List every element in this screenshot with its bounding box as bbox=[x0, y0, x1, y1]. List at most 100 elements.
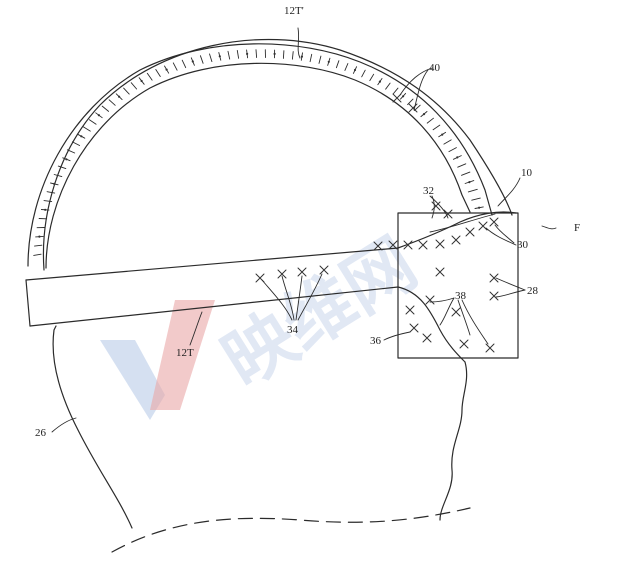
band-dot bbox=[246, 52, 249, 56]
band-hatch-mark bbox=[335, 60, 340, 69]
upper-band-inner bbox=[45, 62, 471, 269]
sensor-x-mark bbox=[422, 333, 432, 343]
band-dot bbox=[38, 235, 41, 238]
sensor-x-mark bbox=[431, 201, 441, 211]
band-hatch-mark bbox=[448, 147, 457, 153]
sensor-x-mark bbox=[489, 291, 499, 301]
band-dot bbox=[65, 158, 68, 161]
sensor-x-mark bbox=[297, 267, 307, 277]
band-hatch-mark bbox=[318, 55, 322, 64]
upper-band-outer bbox=[27, 43, 493, 267]
band-hatch-mark bbox=[413, 104, 421, 111]
band-hatch-mark bbox=[457, 163, 467, 168]
band-hatch-mark bbox=[282, 50, 285, 59]
watermark-logo bbox=[100, 300, 215, 420]
device-box bbox=[397, 212, 519, 359]
band-hatch-mark bbox=[344, 63, 349, 71]
band-hatch-mark bbox=[123, 87, 130, 95]
sensor-x-mark bbox=[418, 240, 428, 250]
band-hatch-mark bbox=[33, 253, 42, 256]
band-dot bbox=[44, 208, 47, 211]
strap-end bbox=[25, 279, 31, 327]
label-head: 26 bbox=[35, 427, 47, 439]
band-hatch-mark bbox=[181, 59, 187, 69]
band-dot bbox=[140, 79, 143, 83]
sensor-x-mark bbox=[478, 221, 488, 231]
band-dot bbox=[273, 52, 276, 56]
band-dot bbox=[402, 95, 405, 98]
band-hatch-mark bbox=[108, 99, 116, 106]
sensor-x-mark bbox=[485, 343, 495, 353]
band-hatch-mark bbox=[146, 72, 153, 81]
band-hatch-mark bbox=[57, 165, 67, 170]
strap-top-edge bbox=[25, 247, 399, 281]
label-face: F bbox=[574, 222, 580, 234]
band-dot bbox=[468, 181, 471, 184]
sensor-x-mark bbox=[435, 267, 445, 277]
band-dot bbox=[97, 114, 100, 117]
band-hatch-mark bbox=[369, 73, 375, 82]
sensor-x-mark bbox=[435, 239, 445, 249]
sensor-x-mark bbox=[451, 307, 461, 317]
sensor-x-mark bbox=[489, 273, 499, 283]
band-dot bbox=[118, 95, 121, 98]
band-hatch-mark bbox=[209, 53, 213, 63]
sensor-x-mark bbox=[373, 241, 383, 251]
sensor-x-mark bbox=[465, 227, 475, 237]
band-hatch-mark bbox=[66, 149, 76, 154]
sensor-x-mark bbox=[388, 240, 398, 250]
band-hatch-mark bbox=[309, 53, 313, 63]
sensor-x-mark bbox=[319, 265, 329, 275]
label-strap-cluster: 30 bbox=[517, 239, 529, 251]
band-hatch-mark bbox=[392, 87, 399, 95]
sensor-x-mark bbox=[451, 235, 461, 245]
band-dot bbox=[441, 133, 444, 136]
shoulder-line bbox=[111, 507, 471, 553]
band-dot bbox=[378, 80, 381, 83]
neck-outline bbox=[439, 361, 468, 521]
band-hatch-mark bbox=[432, 124, 441, 131]
label-band-top: 12T' bbox=[284, 5, 304, 17]
head-outline bbox=[42, 38, 513, 529]
sensor-marks bbox=[255, 93, 499, 353]
band-dot bbox=[300, 55, 303, 58]
band-dot bbox=[218, 55, 221, 58]
band-hatch-mark bbox=[43, 200, 53, 203]
label-lower-cluster: 36 bbox=[370, 335, 382, 347]
band-hatch-mark bbox=[426, 117, 434, 124]
band-hatch-mark bbox=[407, 98, 414, 106]
band-hatch-mark bbox=[130, 82, 138, 90]
label-upper-cluster: 32 bbox=[423, 185, 434, 197]
band-dot bbox=[165, 68, 168, 71]
band-hatch-mark bbox=[255, 49, 258, 58]
band-hatch-mark bbox=[443, 139, 452, 145]
label-face-cluster: 38 bbox=[455, 290, 467, 302]
forehead-contour bbox=[429, 213, 496, 233]
band-hatch-mark bbox=[71, 141, 81, 146]
label-side-cluster: 28 bbox=[527, 285, 539, 297]
band-dot bbox=[327, 60, 330, 63]
band-hatch-mark bbox=[461, 171, 471, 176]
band-hatch-mark bbox=[471, 197, 481, 201]
band-hatch-mark bbox=[199, 55, 204, 64]
band-dot bbox=[422, 113, 426, 116]
band-hatch-mark bbox=[88, 119, 97, 125]
sensor-x-mark bbox=[392, 93, 402, 103]
band-hatch-mark bbox=[291, 51, 294, 60]
band-dot bbox=[353, 68, 357, 72]
sensor-x-mark bbox=[403, 240, 413, 250]
sensor-x-mark bbox=[459, 339, 469, 349]
strap-bottom-edge bbox=[29, 286, 399, 327]
band-dot bbox=[478, 206, 481, 209]
band-dot bbox=[53, 182, 56, 185]
sensor-x-mark bbox=[405, 305, 415, 315]
band-hatch-mark bbox=[361, 69, 366, 78]
sensor-x-mark bbox=[409, 323, 419, 333]
band-dot bbox=[191, 60, 194, 63]
label-arm-cluster: 34 bbox=[287, 324, 299, 336]
sensor-x-mark bbox=[277, 269, 287, 279]
band-hatch-mark bbox=[155, 69, 161, 77]
band-hatch-mark bbox=[46, 191, 56, 194]
sensor-x-mark bbox=[425, 295, 435, 305]
